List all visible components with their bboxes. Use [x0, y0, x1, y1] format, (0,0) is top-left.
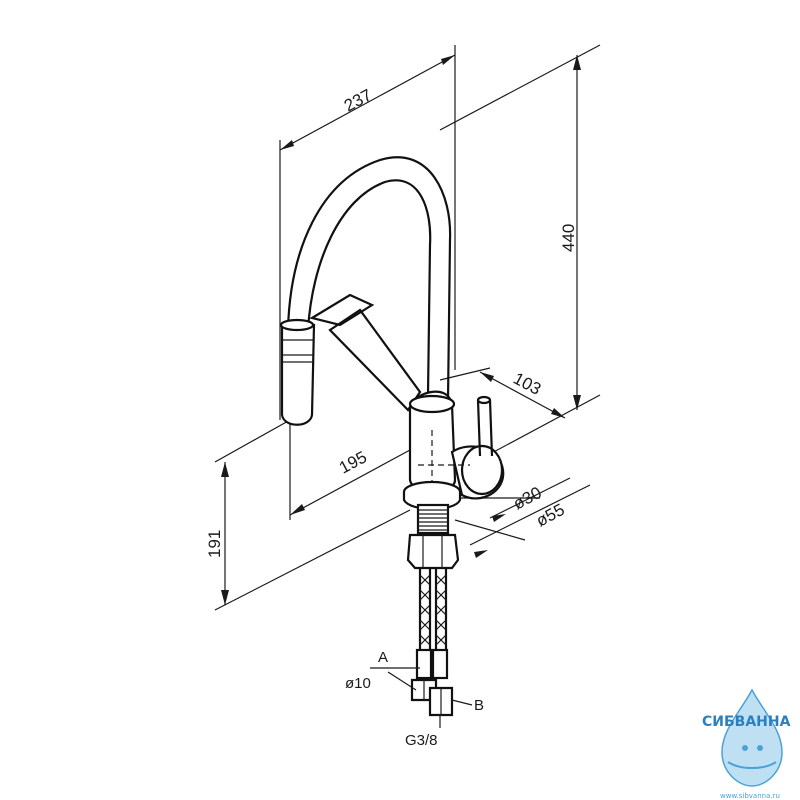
arrow-head — [480, 372, 494, 382]
leader-line-d10 — [387, 671, 417, 691]
arrow-head — [551, 408, 565, 418]
supply-hoses — [418, 568, 448, 650]
spray-head — [279, 318, 316, 426]
dimension-label-440: 440 — [559, 224, 578, 252]
dimension-label-191: 191 — [205, 530, 224, 558]
dimension-line-d55 — [469, 484, 591, 546]
arrow-head — [290, 504, 305, 515]
faucet — [279, 156, 505, 717]
hose-fittings — [410, 648, 454, 717]
hose-label-d10: ø10 — [345, 675, 371, 692]
arrow-head — [221, 462, 229, 477]
extension-line-d30 — [489, 477, 571, 519]
dimension-label-195: 195 — [336, 447, 370, 477]
extension-line-bottom — [214, 509, 411, 611]
dimension-label-103: 103 — [510, 369, 544, 399]
dimension-line-237 — [279, 54, 456, 151]
dimension-label-d30: ø30 — [510, 483, 545, 514]
dimension-line-195 — [289, 449, 411, 516]
hose-label-b: B — [474, 697, 484, 714]
arrow-head — [474, 550, 488, 558]
hose-label-g38: G3/8 — [405, 732, 438, 749]
arrow-head — [573, 55, 581, 70]
arrow-head — [221, 590, 229, 605]
support-arm-link — [328, 308, 422, 412]
watermark-logo: СИБВАННА www.sibvanna.ru — [702, 688, 791, 800]
water-drop-icon — [721, 688, 783, 787]
hose-annotations: A ø10 B G3/8 — [345, 649, 484, 749]
extension-line-top — [439, 44, 601, 131]
watermark-site: www.sibvanna.ru — [720, 792, 780, 800]
dimension-195: 195 — [289, 420, 411, 520]
arrow-head — [280, 140, 294, 150]
support-arm — [309, 293, 375, 327]
mounting-nut — [406, 533, 460, 570]
leader-line-b — [451, 699, 473, 706]
dimension-line-103 — [479, 371, 566, 419]
dimension-191: 191 — [205, 419, 411, 611]
dimension-440: 440 — [439, 44, 601, 471]
hose-label-a: A — [378, 649, 388, 666]
arrow-head — [492, 514, 506, 522]
dimension-label-237: 237 — [341, 85, 375, 115]
dimension-103: 103 — [439, 367, 566, 419]
arrow-head — [573, 395, 581, 410]
threaded-shank — [416, 503, 450, 535]
lever-handle — [450, 395, 505, 500]
arrow-head — [441, 55, 455, 65]
spout-inner — [306, 179, 432, 396]
extension-line-top — [214, 419, 291, 463]
dimension-label-d55: ø55 — [533, 500, 568, 531]
watermark-brand: СИБВАННА — [702, 714, 791, 730]
extension-line-d55 — [454, 519, 526, 541]
